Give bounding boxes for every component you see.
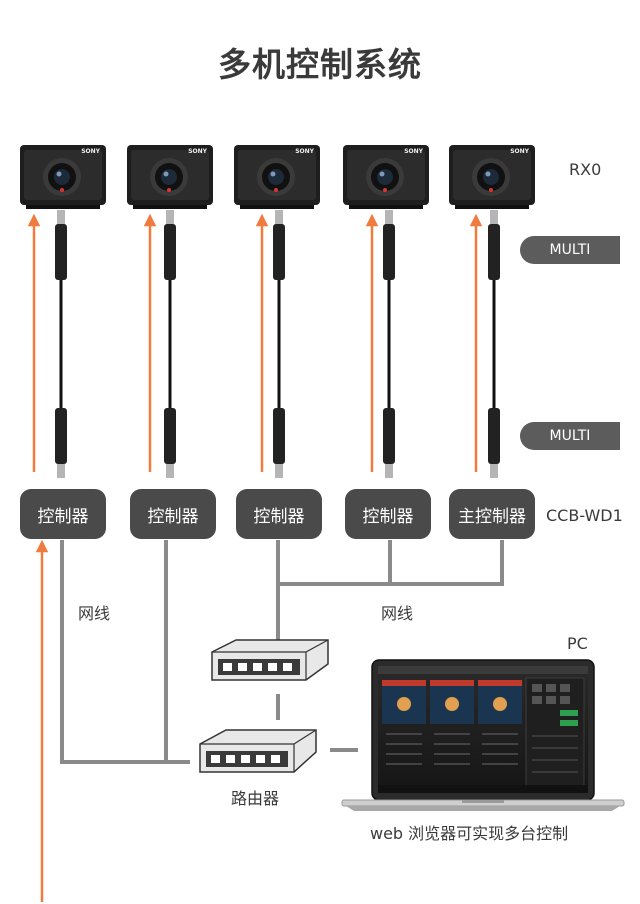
multi-tag-top: MULTI [520, 236, 620, 264]
rx0-camera-1: SONY [20, 145, 106, 209]
rx0-cameras: SONY SONY SONY SONY SONY [20, 145, 535, 209]
controller-box-2: 控制器 [130, 489, 216, 539]
network-cables [60, 540, 504, 764]
camera-brand-logo: SONY [295, 148, 314, 155]
multi-cables [55, 210, 500, 478]
network-switch [211, 639, 329, 681]
controller-box-3: 控制器 [236, 489, 322, 539]
rx0-camera-4: SONY [343, 145, 429, 209]
multi-cable-4 [383, 210, 395, 478]
controller-model-label: CCB-WD1 [546, 506, 623, 525]
page-title: 多机控制系统 [218, 45, 422, 84]
controller-box-1: 控制器 [20, 489, 106, 539]
camera-brand-logo: SONY [404, 148, 423, 155]
network-cable-label-right: 网线 [381, 604, 414, 623]
multi-tag-bottom: MULTI [520, 422, 620, 450]
master-controller-box: 主控制器 [449, 489, 535, 539]
laptop-pc [341, 659, 625, 811]
camera-model-label: RX0 [569, 160, 602, 179]
rx0-camera-2: SONY [127, 145, 213, 209]
router-label: 路由器 [231, 789, 280, 808]
camera-brand-logo: SONY [81, 148, 100, 155]
multi-cable-2 [164, 210, 176, 478]
camera-brand-logo: SONY [510, 148, 529, 155]
pc-label: PC [567, 634, 588, 653]
router-device [199, 729, 317, 773]
multi-cable-1 [55, 210, 67, 478]
network-cable-label-left: 网线 [78, 604, 111, 623]
multi-cable-5 [488, 210, 500, 478]
camera-brand-logo: SONY [188, 148, 207, 155]
rx0-camera-3: SONY [234, 145, 320, 209]
web-control-caption: web 浏览器可实现多台控制 [370, 824, 569, 843]
multi-cable-3 [273, 210, 285, 478]
controller-box-4: 控制器 [345, 489, 431, 539]
signal-arrows [27, 213, 483, 902]
rx0-camera-5: SONY [449, 145, 535, 209]
